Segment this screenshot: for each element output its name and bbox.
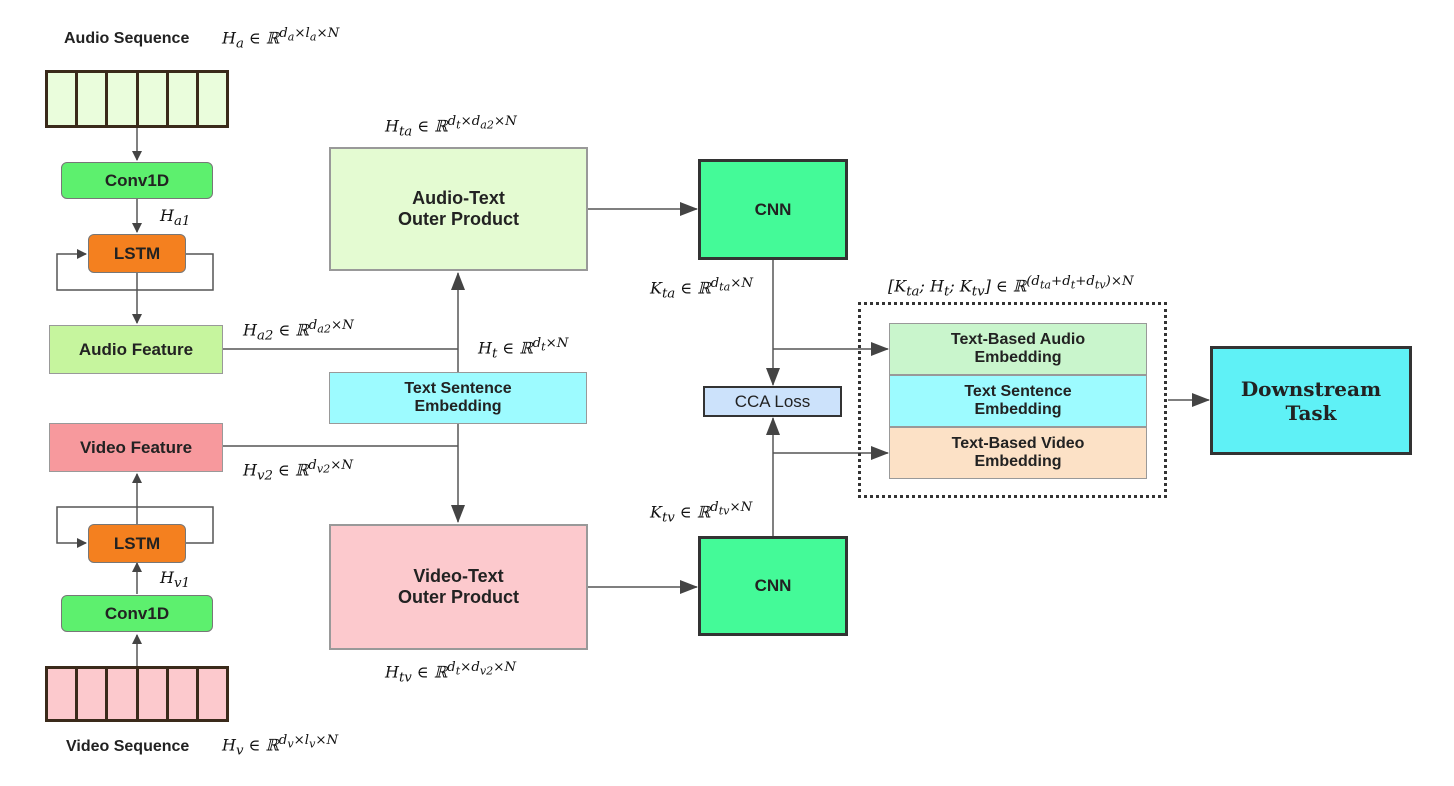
concat-embedding-group (858, 302, 1167, 498)
video-seq-cell (169, 669, 199, 719)
hv1-label: Hv1 (160, 568, 190, 592)
video-sequence (45, 666, 229, 722)
hv-label: Hv ∈ ℝdv×lv×N (222, 733, 339, 759)
audio-conv1d: Conv1D (61, 162, 213, 199)
audio-text-line2: Outer Product (397, 209, 519, 229)
video-seq-cell (108, 669, 139, 719)
audio-seq-cell (139, 73, 169, 125)
audio-seq-cell (169, 73, 199, 125)
video-text-line2: Outer Product (397, 587, 519, 607)
hta-label: Hta ∈ ℝdt×da2×N (385, 114, 517, 140)
htv-label: Htv ∈ ℝdt×dv2×N (385, 660, 517, 686)
video-text-line1: Video-Text (413, 566, 504, 586)
hv2-label: Hv2 ∈ ℝdv2×N (243, 458, 354, 484)
video-sequence-label: Video Sequence (66, 738, 190, 755)
downstream-line2: Task (1285, 400, 1337, 425)
audio-seq-cell (108, 73, 139, 125)
ha2-label: Ha2 ∈ ℝda2×N (243, 318, 354, 344)
ht-label: Ht ∈ ℝdt×N (478, 336, 569, 362)
ha1-label: Ha1 (160, 206, 191, 230)
emb-video-line2: Embedding (974, 453, 1062, 470)
text-embedding-line2: Embedding (414, 398, 502, 415)
ha-label: Ha ∈ ℝda×la×N (222, 26, 340, 52)
text-embedding-line1: Text Sentence (404, 380, 512, 397)
audio-text-line1: Audio-Text (412, 188, 505, 208)
emb-audio-line2: Embedding (974, 349, 1062, 366)
downstream-task: Downstream Task (1210, 346, 1412, 455)
video-lstm: LSTM (88, 524, 186, 563)
concat-label: [Kta; Ht; Ktv] ∈ ℝ(dta+dt+dtv)×N (888, 274, 1134, 300)
emb-text-line1: Text Sentence (964, 383, 1072, 400)
audio-seq-cell (78, 73, 109, 125)
lstm-audio-loop (56, 249, 214, 291)
downstream-line1: Downstream (1240, 376, 1382, 401)
video-seq-cell (78, 669, 109, 719)
video-seq-cell (139, 669, 169, 719)
video-conv1d: Conv1D (61, 595, 213, 632)
audio-seq-cell (48, 73, 79, 125)
cca-loss: CCA Loss (703, 386, 842, 417)
text-sentence-embedding-concat: Text Sentence Embedding (889, 375, 1147, 427)
audio-sequence-label: Audio Sequence (64, 30, 190, 47)
audio-lstm: LSTM (88, 234, 186, 273)
emb-audio-line1: Text-Based Audio (950, 331, 1086, 348)
lstm-video-loop (56, 506, 214, 548)
video-seq-cell (199, 669, 226, 719)
cnn-top: CNN (698, 159, 848, 260)
cnn-bottom: CNN (698, 536, 848, 636)
emb-video-line1: Text-Based Video (951, 435, 1085, 452)
video-text-outer-product: Video-Text Outer Product (329, 524, 588, 650)
kta-label: Kta ∈ ℝdta×N (650, 276, 754, 302)
audio-feature: Audio Feature (49, 325, 223, 374)
emb-text-line2: Embedding (974, 401, 1062, 418)
text-sentence-embedding: Text Sentence Embedding (329, 372, 587, 424)
ktv-label: Ktv ∈ ℝdtv×N (650, 500, 753, 526)
audio-sequence (45, 70, 229, 128)
video-feature: Video Feature (49, 423, 223, 472)
audio-seq-cell (199, 73, 226, 125)
audio-text-outer-product: Audio-Text Outer Product (329, 147, 588, 271)
video-seq-cell (48, 669, 79, 719)
text-based-video-embedding: Text-Based Video Embedding (889, 427, 1147, 479)
text-based-audio-embedding: Text-Based Audio Embedding (889, 323, 1147, 375)
